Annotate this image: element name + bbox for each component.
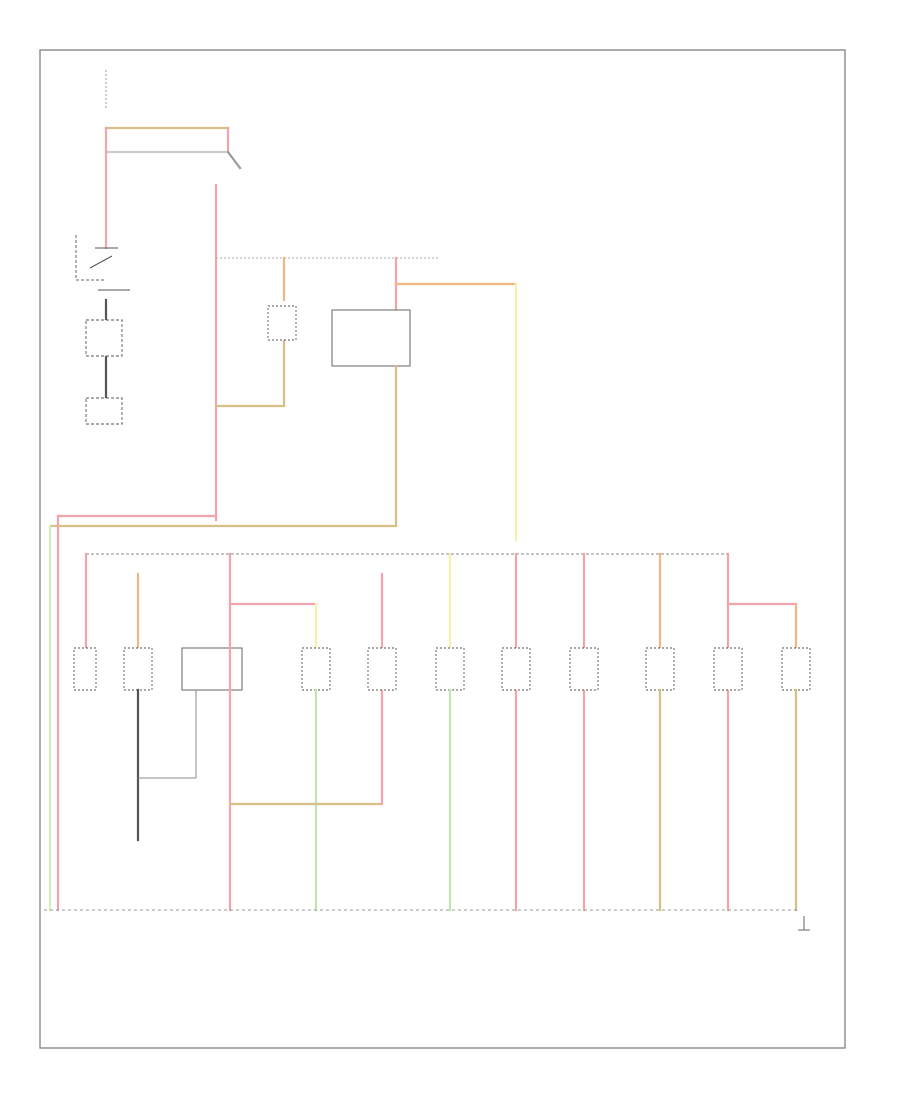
- dash-dimmer-switch: [267, 305, 297, 341]
- fuse-block-feed: [104, 70, 242, 522]
- component-9: [645, 647, 675, 691]
- component-6: [435, 647, 465, 691]
- component-2: [123, 647, 153, 691]
- component-8: [569, 647, 599, 691]
- combination-meter: [331, 309, 411, 367]
- center-feed: [48, 256, 518, 912]
- ground-box: [85, 397, 123, 425]
- component-5: [367, 647, 397, 691]
- headlamp-switch: [75, 235, 130, 425]
- component-4: [301, 647, 331, 691]
- illumination-control-module: [181, 647, 243, 691]
- dimmer-control-box: [85, 319, 123, 357]
- component-11: [781, 647, 811, 691]
- branch-circuits: [73, 552, 811, 912]
- component-10: [713, 647, 743, 691]
- component-7: [501, 647, 531, 691]
- ground-symbol: [798, 916, 810, 931]
- diagram-frame: [39, 49, 846, 1049]
- component-1: [73, 647, 97, 691]
